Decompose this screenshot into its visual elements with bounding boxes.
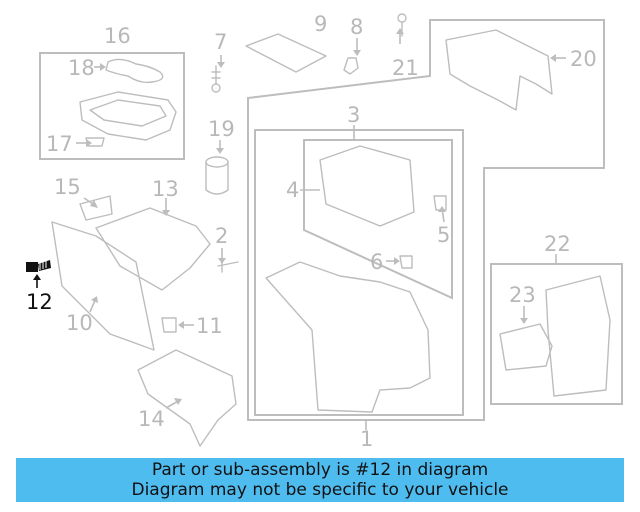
callout-10: 10 (66, 311, 93, 335)
group-1-outline (247, 19, 605, 421)
callout-19: 19 (208, 117, 235, 141)
info-banner: Part or sub-assembly is #12 in diagram D… (16, 458, 624, 502)
callout-13: 13 (152, 177, 179, 201)
part-11-clip (161, 317, 177, 333)
callout-11: 11 (196, 314, 223, 338)
part-20-armrest-lid (445, 29, 553, 111)
part-13-bracket (95, 207, 211, 291)
banner-line-1: Part or sub-assembly is #12 in diagram (151, 460, 489, 480)
part-9-mat (245, 33, 327, 73)
callout-22: 22 (544, 232, 571, 256)
callout-5: 5 (437, 223, 450, 247)
callout-17: 17 (46, 132, 73, 156)
group-16-box (39, 52, 185, 160)
callout-21: 21 (392, 56, 419, 80)
callout-12: 12 (26, 290, 53, 314)
callout-8: 8 (350, 15, 363, 39)
callout-1: 1 (360, 427, 373, 451)
part-22-vent-panel (545, 275, 611, 397)
console-body (265, 261, 431, 413)
part-12-bolt (26, 260, 51, 272)
callout-4: 4 (286, 178, 299, 202)
cup-holder-tray (79, 58, 177, 147)
callout-23: 23 (509, 283, 536, 307)
callout-20: 20 (570, 47, 597, 71)
banner-line-2: Diagram may not be specific to your vehi… (131, 480, 509, 500)
callout-16: 16 (104, 24, 131, 48)
part-3-bin (319, 145, 415, 227)
callout-18: 18 (68, 56, 95, 80)
callout-2: 2 (215, 224, 228, 248)
callout-7: 7 (214, 30, 227, 54)
leader-lines (33, 28, 566, 430)
part-5-clip (433, 195, 447, 211)
part-15-bracket (79, 195, 113, 221)
callout-15: 15 (54, 175, 81, 199)
callout-14: 14 (138, 407, 165, 431)
callout-9: 9 (314, 12, 327, 36)
group-4-box (303, 139, 453, 300)
part-2-screw (217, 261, 239, 273)
part-19-outlet (205, 156, 229, 195)
group-3-inner-box (254, 129, 464, 416)
part-23-vent (499, 323, 553, 371)
part-6-clip (399, 255, 413, 269)
part-10-side-panel (51, 221, 155, 351)
part-7-screw (211, 65, 221, 93)
callout-6: 6 (370, 250, 383, 274)
callout-3: 3 (347, 103, 360, 127)
part-14-bracket (137, 349, 237, 447)
part-8-clip (343, 57, 359, 75)
